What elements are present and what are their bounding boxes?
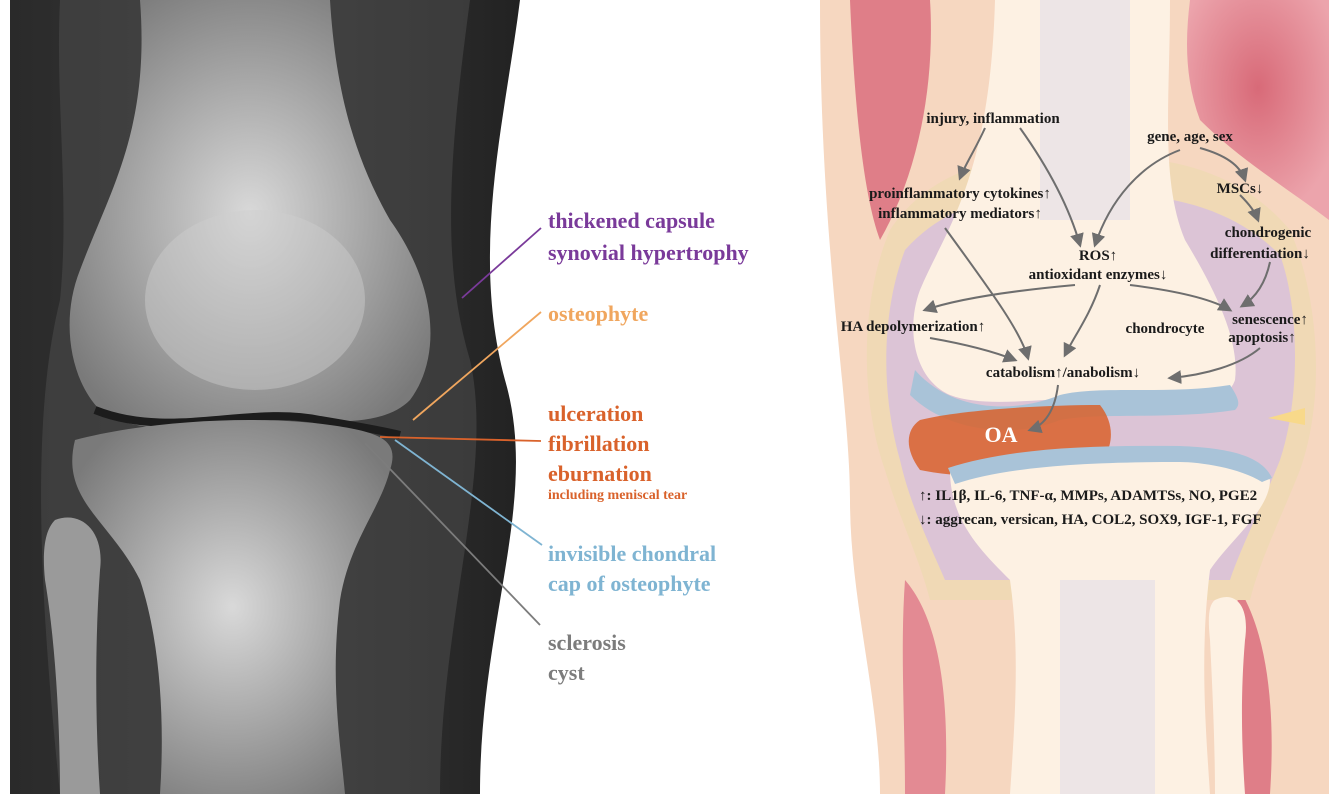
node-ha: HA depolymerization↑: [841, 319, 986, 335]
knee-schematic: [820, 0, 1329, 794]
node-gene: gene, age, sex: [1147, 129, 1233, 145]
label-cap-of-osteophyte: cap of osteophyte: [548, 571, 711, 596]
node-cytokines-2: inflammatory mediators↑: [878, 206, 1042, 222]
node-ros-2: antioxidant enzymes↓: [1029, 267, 1168, 283]
node-chondrocyte: chondrocyte: [1126, 321, 1205, 337]
node-cytokines-1: proinflammatory cytokines↑: [869, 186, 1051, 202]
xray-labels: thickened capsule synovial hypertrophy o…: [548, 208, 749, 685]
node-catabolism: catabolism↑/anabolism↓: [986, 365, 1140, 381]
legend-up: ↑: IL1β, IL-6, TNF-α, MMPs, ADAMTSs, NO,…: [919, 488, 1257, 504]
node-senescence-2: apoptosis↑: [1228, 330, 1296, 346]
node-ros-1: ROS↑: [1079, 248, 1117, 264]
label-fibrillation: fibrillation: [548, 431, 649, 456]
legend-down: ↓: aggrecan, versican, HA, COL2, SOX9, I…: [919, 512, 1262, 528]
xray-image: [10, 0, 520, 794]
node-chondrogenic-2: differentiation↓: [1210, 246, 1310, 262]
label-cyst: cyst: [548, 660, 585, 685]
node-mscs: MSCs↓: [1217, 181, 1264, 197]
label-eburnation: eburnation: [548, 461, 652, 486]
label-sclerosis: sclerosis: [548, 630, 626, 655]
node-chondrogenic-1: chondrogenic: [1225, 225, 1312, 241]
schematic-tibia-marrow: [1060, 580, 1155, 794]
label-synovial-hypertrophy: synovial hypertrophy: [548, 240, 749, 265]
label-meniscal-tear: including meniscal tear: [548, 488, 687, 503]
xray-patella: [145, 210, 365, 390]
label-invisible-chondral: invisible chondral: [548, 541, 716, 566]
schematic-femur-marrow: [1040, 0, 1130, 220]
node-senescence-1: senescence↑: [1232, 312, 1308, 328]
node-oa: OA: [985, 422, 1018, 447]
label-thickened-capsule: thickened capsule: [548, 208, 715, 233]
node-injury: injury, inflammation: [926, 111, 1060, 127]
label-osteophyte: osteophyte: [548, 301, 648, 326]
label-ulceration: ulceration: [548, 401, 643, 426]
